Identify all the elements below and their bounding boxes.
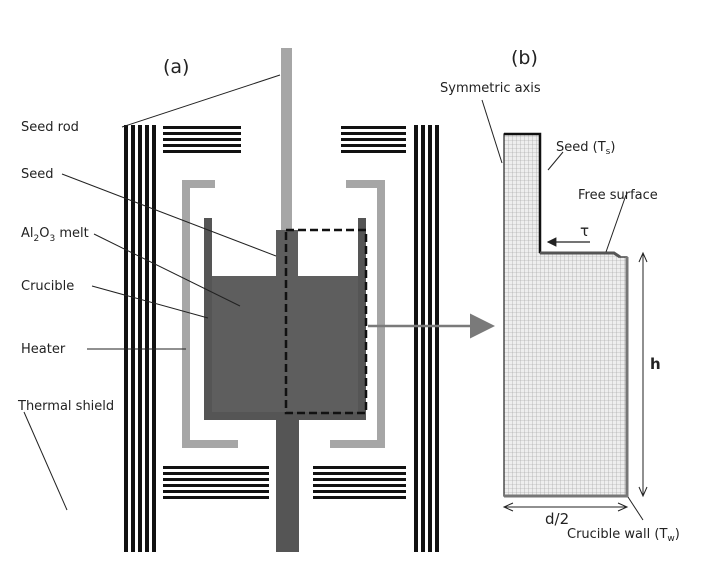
thermal-shield-bottom [163, 466, 406, 499]
label-symmetric-axis: Symmetric axis [440, 81, 541, 96]
panel-b: (b) τ h d/2 Symmetric axis Seed (Ts) [440, 47, 680, 544]
label-crucible-wall-tw: Crucible wall (Tw) [567, 527, 680, 544]
label-seed-ts: Seed (Ts) [556, 140, 615, 157]
panel-a-label: (a) [163, 56, 189, 78]
free-surface-boundary [540, 251, 621, 259]
crucible-support [276, 420, 299, 552]
leader-lines [23, 74, 281, 511]
seed-rod [281, 48, 292, 234]
panel-b-leaders [481, 99, 644, 521]
d2-label: d/2 [545, 510, 569, 528]
panel-a: (a) [17, 48, 495, 552]
label-free-surface: Free surface [578, 188, 658, 203]
tau-symbol: τ [580, 222, 589, 240]
panel-b-label: (b) [511, 47, 538, 69]
label-thermal-shield: Thermal shield [17, 399, 114, 414]
computational-domain-box [284, 228, 368, 415]
label-seed-rod: Seed rod [21, 120, 79, 135]
thermal-shield-top [163, 126, 406, 153]
label-crucible: Crucible [21, 279, 74, 294]
thermal-shield-right [414, 125, 439, 552]
heater [182, 180, 385, 448]
h-label: h [650, 355, 661, 373]
label-seed: Seed [21, 167, 54, 182]
seed [276, 230, 298, 276]
crucible-wall-boundary [504, 257, 629, 498]
label-heater: Heater [21, 342, 66, 357]
label-al2o3-melt: Al2O3 melt [21, 226, 89, 244]
seed-boundary [504, 132, 542, 253]
thermal-shield-left [124, 125, 156, 552]
